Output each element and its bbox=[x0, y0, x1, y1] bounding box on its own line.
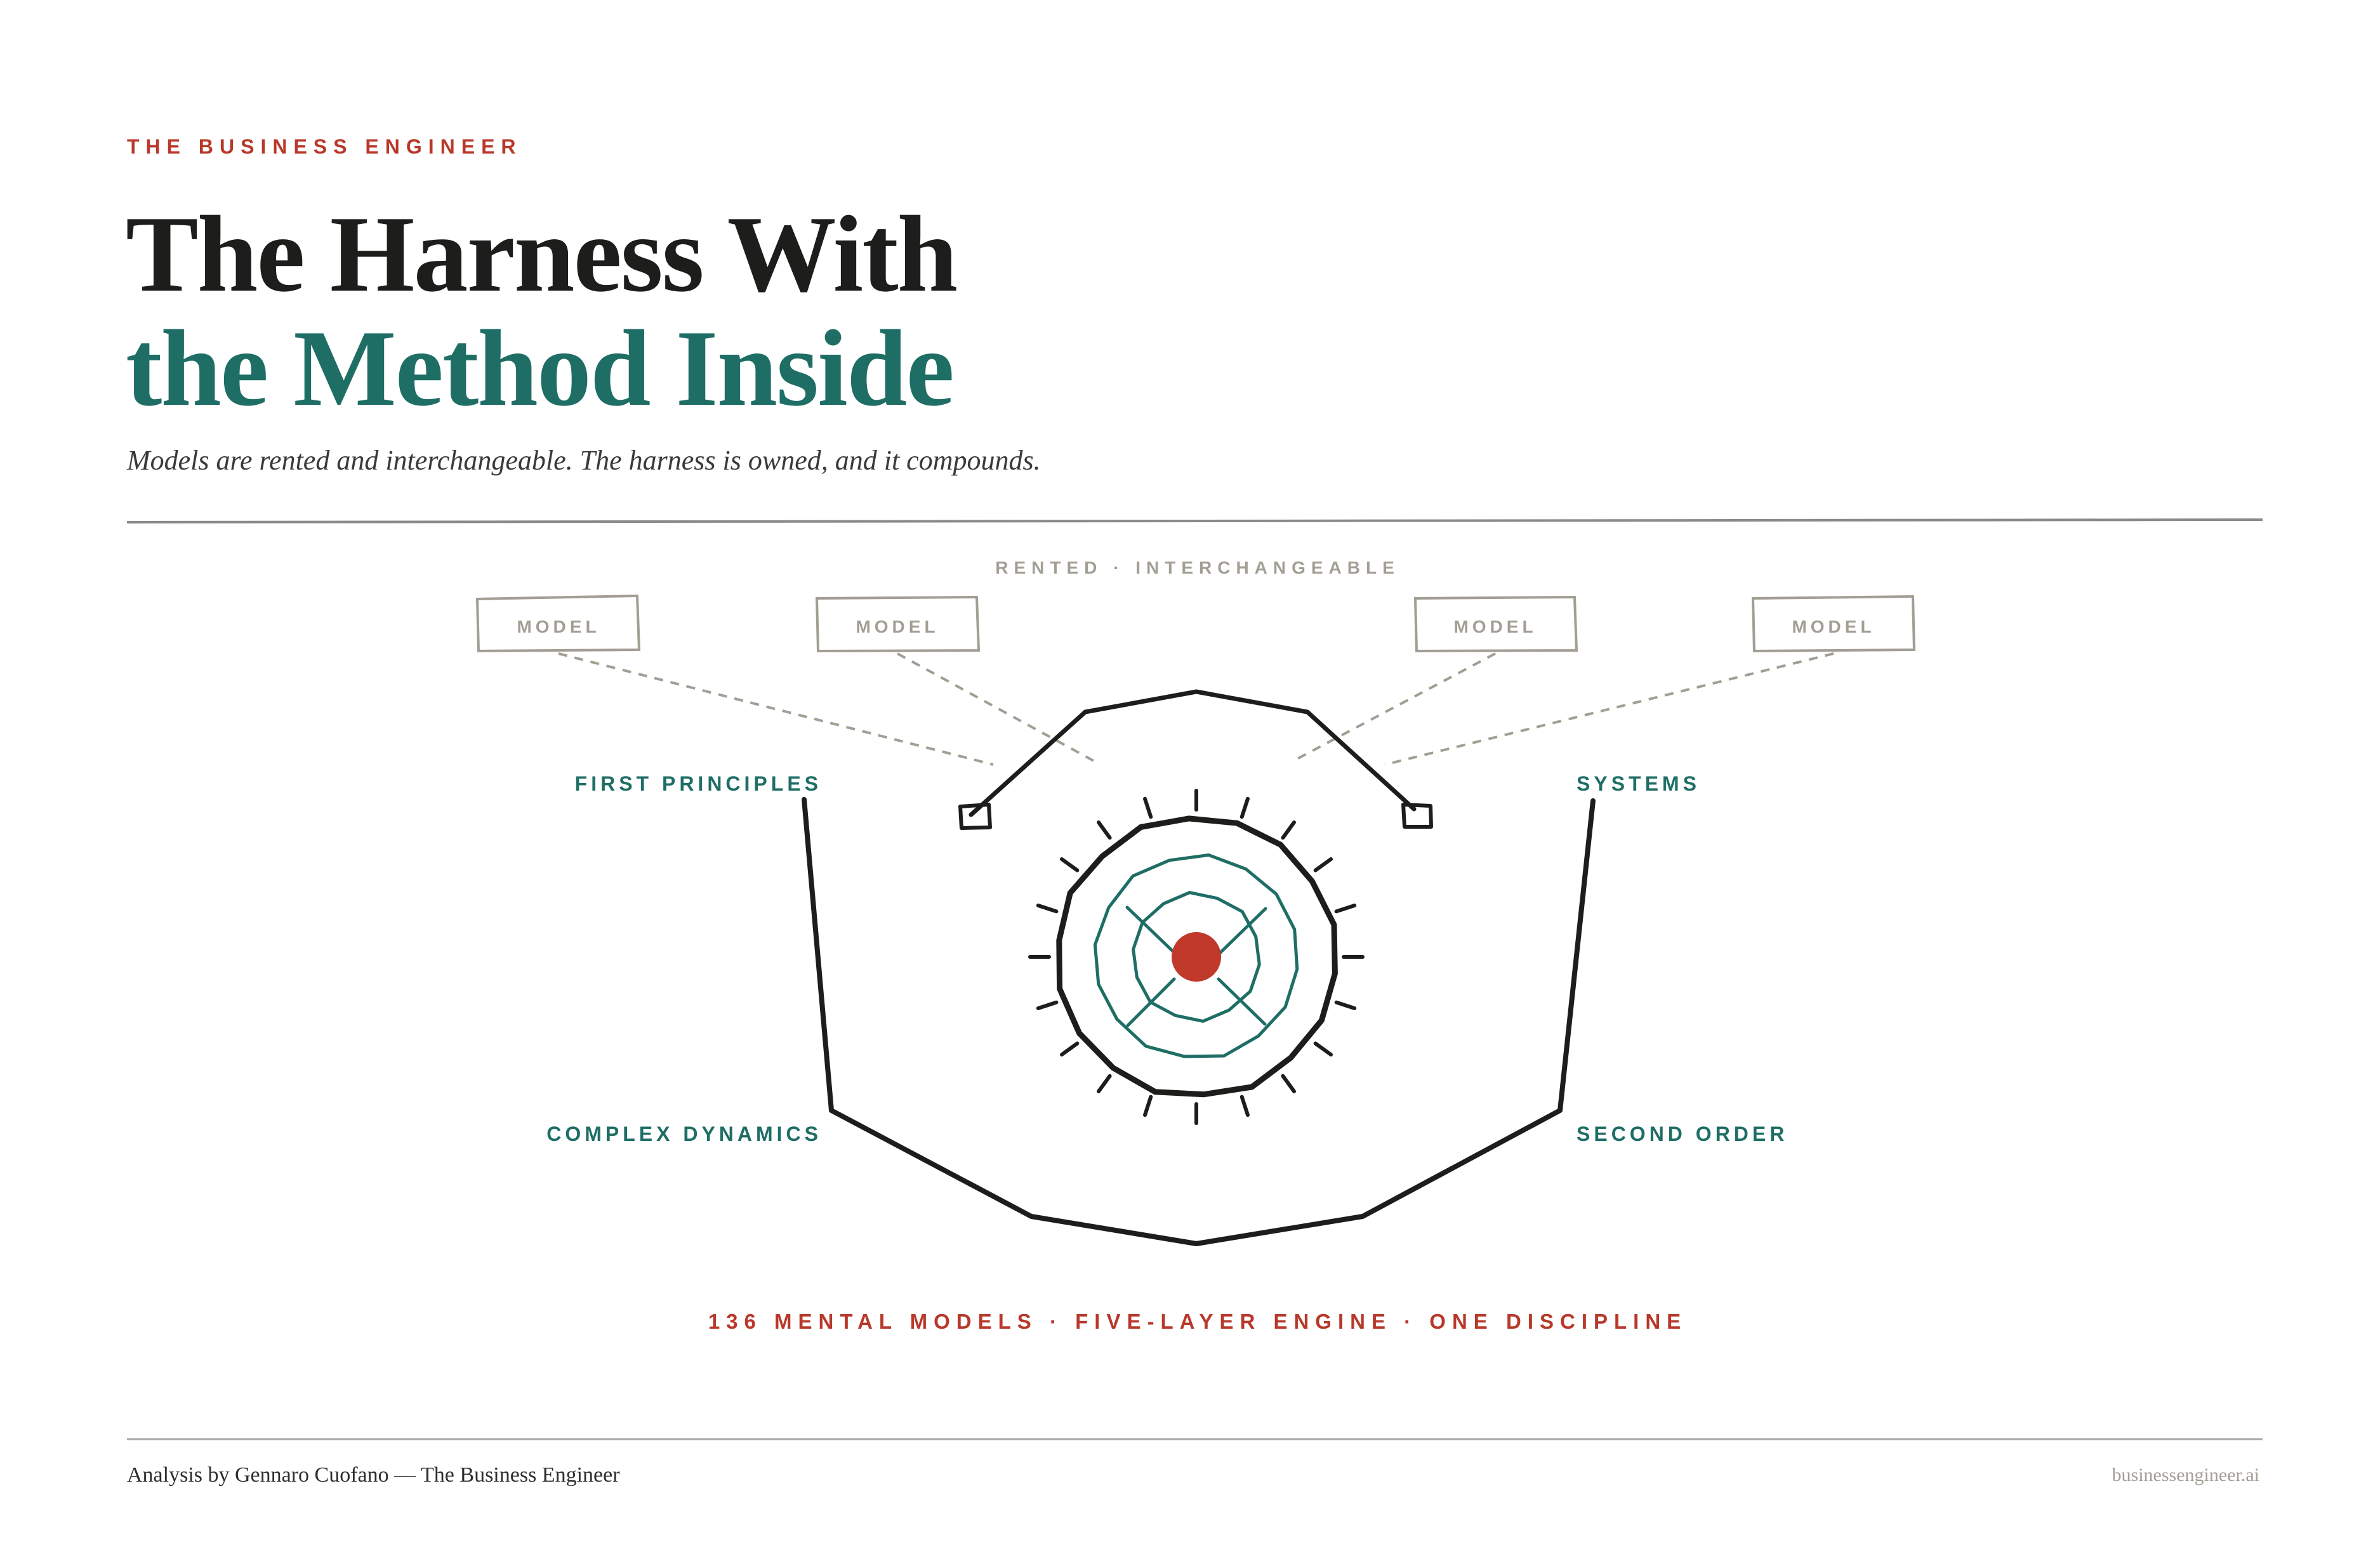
engine-center-dot bbox=[1172, 932, 1221, 982]
engine-middle-ring bbox=[1093, 853, 1299, 1058]
model-label: MODEL bbox=[517, 617, 600, 636]
engine-spike bbox=[1334, 1000, 1357, 1010]
engine-spike bbox=[1060, 1041, 1080, 1057]
model-box-4: MODEL bbox=[1751, 595, 1916, 653]
model-label: MODEL bbox=[856, 617, 939, 636]
label-complex-dynamics: COMPLEX DYNAMICS bbox=[546, 1122, 822, 1145]
engine-spike bbox=[1097, 820, 1112, 840]
harness-body bbox=[802, 797, 1596, 1246]
footer-site: businessengineer.ai bbox=[2112, 1465, 2259, 1485]
engine-spike bbox=[1097, 1074, 1112, 1093]
engine-spike bbox=[1240, 1095, 1250, 1117]
label-second-order: SECOND ORDER bbox=[1577, 1122, 1788, 1145]
engine-spike bbox=[1334, 904, 1357, 914]
engine-spike bbox=[1060, 857, 1080, 872]
engine-spike bbox=[1313, 1041, 1333, 1057]
engine-cross-lines bbox=[1125, 905, 1267, 1027]
label-systems: SYSTEMS bbox=[1577, 772, 1700, 795]
title-line-2: the Method Inside bbox=[126, 308, 955, 429]
top-divider bbox=[126, 518, 2263, 523]
model-box-2: MODEL bbox=[815, 595, 981, 653]
model-connectors bbox=[558, 652, 1834, 766]
title-line-1: The Harness With bbox=[126, 194, 958, 315]
footer-credit: Analysis by Gennaro Cuofano — The Busine… bbox=[127, 1463, 620, 1487]
engine-core bbox=[1028, 789, 1365, 1125]
model-label: MODEL bbox=[1792, 617, 1875, 636]
engine-spike bbox=[1240, 796, 1250, 819]
engine-spike bbox=[1281, 820, 1296, 840]
engine-spike bbox=[1143, 1095, 1153, 1117]
engine-spike bbox=[1281, 1074, 1296, 1093]
model-box-3: MODEL bbox=[1413, 595, 1578, 653]
engine-spike bbox=[1143, 796, 1153, 819]
rented-label: RENTED · INTERCHANGEABLE bbox=[995, 558, 1400, 577]
brand-kicker: THE BUSINESS ENGINEER bbox=[127, 135, 522, 158]
summary-banner: 136 MENTAL MODELS · FIVE-LAYER ENGINE · … bbox=[708, 1310, 1687, 1333]
label-first-principles: FIRST PRINCIPLES bbox=[575, 772, 822, 795]
engine-spike bbox=[1313, 857, 1333, 872]
engine-inner-ring bbox=[1132, 891, 1261, 1023]
subtitle: Models are rented and interchangeable. T… bbox=[127, 445, 1041, 476]
engine-spike bbox=[1036, 904, 1059, 914]
model-box-1: MODEL bbox=[475, 594, 641, 653]
engine-spikes bbox=[1028, 789, 1365, 1125]
model-label: MODEL bbox=[1453, 617, 1537, 636]
harness-head bbox=[958, 689, 1433, 830]
engine-spike bbox=[1036, 1000, 1059, 1010]
